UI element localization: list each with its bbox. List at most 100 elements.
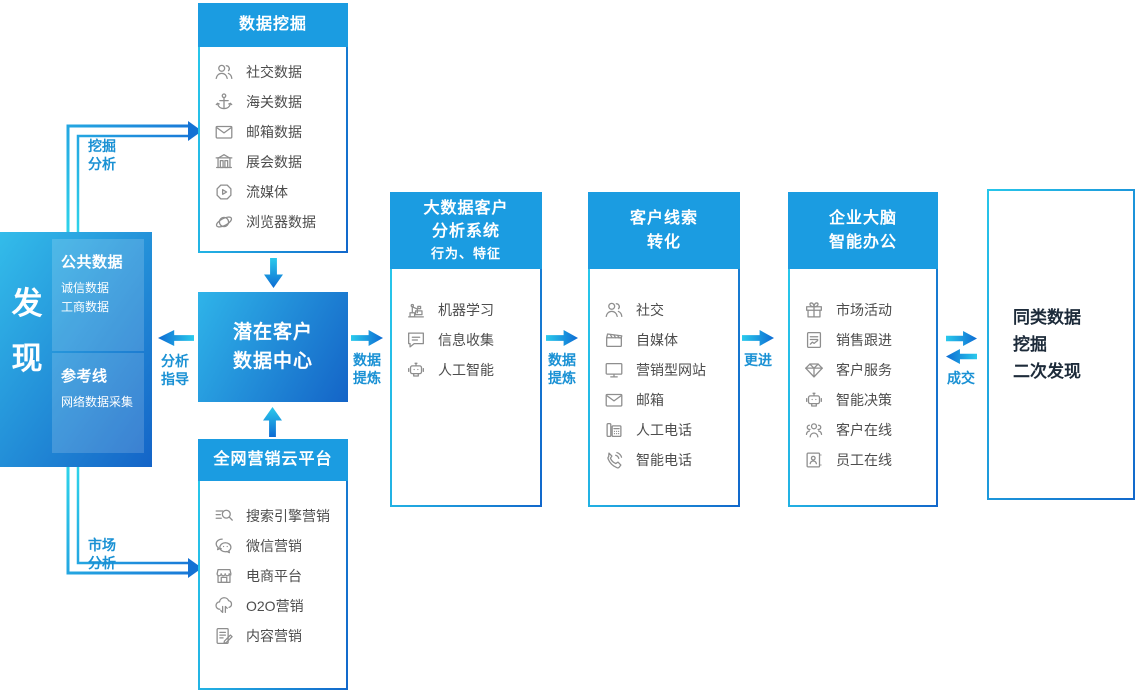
panel-lead-conversion: 客户线索 转化 社交自媒体营销型网站邮箱人工电话智能电话 [588,192,740,507]
mail-icon [213,121,235,143]
panel-enterprise-brain: 企业大脑 智能办公 市场活动销售跟进客户服务智能决策客户在线员工在线 [788,192,938,507]
panel-marketing-cloud-body: 搜索引擎营销微信营销电商平台 O2O营销内容营销 [198,481,348,690]
label-market-analysis: 市场 分析 [88,537,116,572]
panel-enterprise-brain-body: 市场活动销售跟进客户服务智能决策客户在线员工在线 [788,269,938,507]
panel-data-mining-title: 数据挖掘 [238,16,307,34]
list-item: 展会数据 [200,147,346,177]
panel-marketing-cloud-header: 全网营销云平台 [198,439,348,481]
list-item: 客户在线 [790,415,936,445]
list-item: 人工电话 [590,415,738,445]
item-label: 市场活动 [836,302,892,318]
panel-bigdata-analysis-body: 机器学习信息收集人工智能 [390,269,542,507]
list-item: 客户服务 [790,355,936,385]
id-card-icon [803,449,825,471]
list-item: 社交数据 [200,57,346,87]
item-label: 微信营销 [246,538,302,554]
people-icon [213,61,235,83]
label-mining-analysis: 挖掘 分析 [88,138,116,173]
people-icon [603,299,625,321]
item-label: O2O营销 [246,598,304,614]
list-item: 海关数据 [200,87,346,117]
item-label: 社交数据 [246,64,302,80]
public-data-lines: 诚信数据 工商数据 [61,281,110,314]
panel-data-mining: 数据挖掘 社交数据海关数据邮箱数据展会数据流媒体浏览器数据 [198,3,348,253]
machine-icon [405,299,427,321]
item-label: 销售跟进 [836,332,892,348]
item-label: 流媒体 [246,184,288,200]
item-label: 内容营销 [246,628,302,644]
item-label: 信息收集 [438,332,494,348]
item-label: 电商平台 [246,568,302,584]
desk-phone-icon [603,419,625,441]
arrow-right-deal [946,331,977,346]
label-deal: 成交 [947,370,975,386]
item-label: 搜索引擎营销 [246,508,330,524]
list-item: 邮箱 [590,385,738,415]
list-item: 浏览器数据 [200,207,346,237]
panel-lead-conversion-body: 社交自媒体营销型网站邮箱人工电话智能电话 [588,269,740,507]
robot-icon [405,359,427,381]
panel-marketing-cloud-title: 全网营销云平台 [213,451,333,469]
result-box-text: 同类数据 挖掘 二次发现 [1013,307,1081,382]
arrow-right-refine1 [351,330,383,346]
panel-lead-conversion-title: 客户线索 转化 [629,210,698,251]
item-label: 智能决策 [836,392,892,408]
list-item: 电商平台 [200,561,346,591]
list-item: 内容营销 [200,621,346,651]
label-data-refine-1: 数据 提炼 [353,352,381,387]
media-play-icon [213,181,235,203]
item-label: 智能电话 [636,452,692,468]
item-label: 客户在线 [836,422,892,438]
result-box: 同类数据 挖掘 二次发现 [987,189,1135,500]
arrow-right-refine2 [546,330,578,346]
item-label: 机器学习 [438,302,494,318]
arrow-left-deal [946,349,977,364]
public-data-title: 公共数据 [61,254,124,271]
item-label: 营销型网站 [636,362,706,378]
list-item: O2O营销 [200,591,346,621]
phone-wave-icon [603,449,625,471]
list-item: 机器学习 [392,295,540,325]
panel-enterprise-brain-header: 企业大脑 智能办公 [788,192,938,269]
list-item: 流媒体 [200,177,346,207]
robot-icon [803,389,825,411]
panel-bigdata-analysis-title: 大数据客户 分析系统 [423,199,509,241]
item-label: 员工在线 [836,452,892,468]
item-label: 邮箱 [636,392,664,408]
reference-lines: 网络数据采集 [61,395,134,409]
planet-icon [213,211,235,233]
list-item: 人工智能 [392,355,540,385]
list-item: 信息收集 [392,325,540,355]
panel-bigdata-analysis: 大数据客户 分析系统 行为、特征 机器学习信息收集人工智能 [390,192,542,507]
arrow-right-follow [742,330,774,346]
item-label: 人工电话 [636,422,692,438]
list-item: 社交 [590,295,738,325]
list-item: 市场活动 [790,295,936,325]
wechat-icon [213,535,235,557]
monitor-icon [603,359,625,381]
group-icon [803,419,825,441]
chat-lines-icon [405,329,427,351]
discover-box: 发 现 公共数据 诚信数据 工商数据 参考线 网络数据采集 [0,232,152,467]
shop-icon [213,565,235,587]
arrow-left-guide [158,330,194,346]
item-label: 浏览器数据 [246,214,316,230]
anchor-icon [213,91,235,113]
diamond-icon [803,359,825,381]
reference-title: 参考线 [61,368,108,385]
panel-data-mining-body: 社交数据海关数据邮箱数据展会数据流媒体浏览器数据 [198,47,348,253]
panel-enterprise-brain-title: 企业大脑 智能办公 [828,210,897,251]
potential-customer-data-center: 潜在客户 数据中心 [198,292,348,402]
mail-icon [603,389,625,411]
search-lines-icon [213,505,235,527]
item-label: 海关数据 [246,94,302,110]
booth-icon [213,151,235,173]
doc-pen-icon [213,625,235,647]
panel-bigdata-analysis-header: 大数据客户 分析系统 行为、特征 [390,192,542,269]
list-item: 员工在线 [790,445,936,475]
cloud-sync-icon [213,595,235,617]
panel-marketing-cloud: 全网营销云平台 搜索引擎营销微信营销电商平台 O2O营销内容营销 [198,439,348,690]
arrow-down-mining [264,258,283,288]
